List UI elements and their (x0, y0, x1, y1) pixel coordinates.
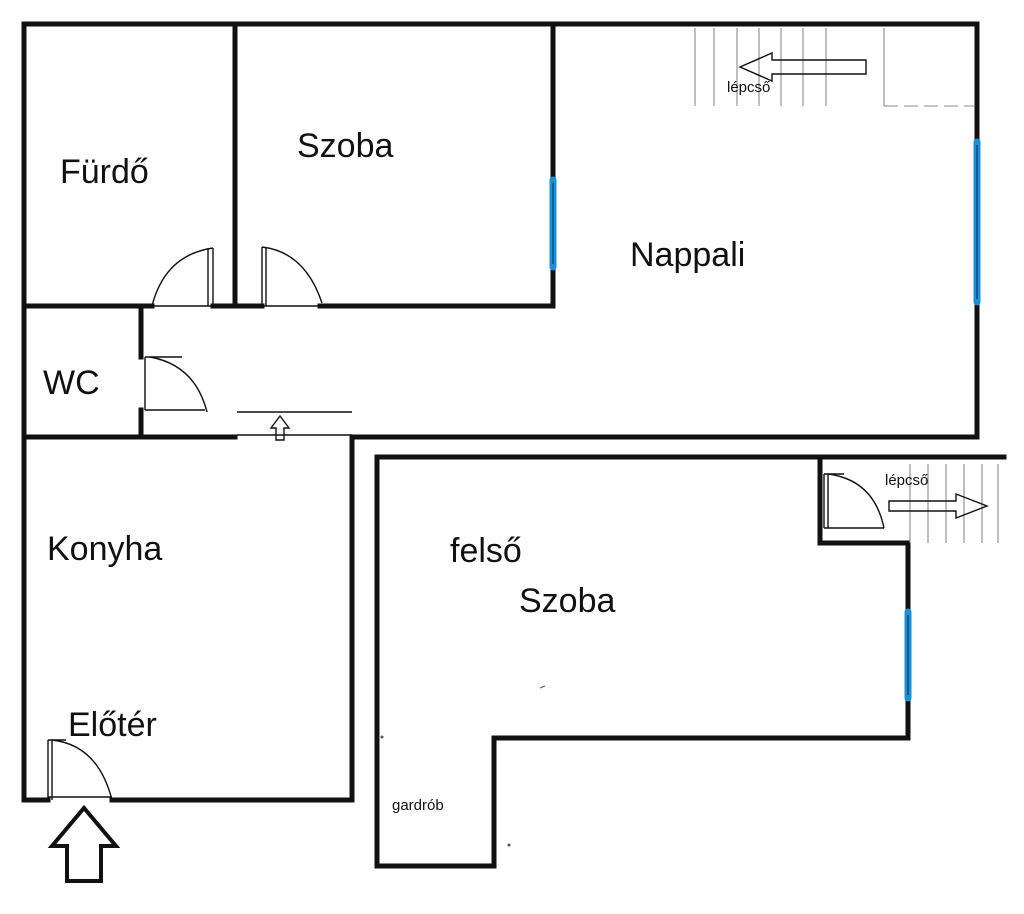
room-label-szoba: Szoba (297, 127, 393, 165)
room-label-gardrob: gardrób (392, 797, 444, 814)
entrance-door (47, 739, 113, 801)
windows (549, 138, 981, 702)
room-label-eloter: Előtér (68, 706, 157, 744)
room-label-felso-szoba: Szoba (519, 582, 615, 620)
wc-door (144, 356, 208, 413)
szoba-door (261, 246, 323, 307)
entrance-arrow-icon (47, 804, 121, 883)
doors (47, 246, 885, 801)
room-label-konyha: Konyha (47, 530, 162, 568)
walls (21, 21, 980, 803)
upper-staircase: lépcső (694, 28, 975, 107)
small-up-arrow-icon (269, 414, 291, 441)
felso-szoba-walls (374, 454, 1007, 869)
stray-mark (539, 685, 546, 689)
stair-landing-door (823, 473, 885, 529)
stairs-left-arrow-icon (738, 51, 867, 83)
upper-stairs-label: lépcső (727, 79, 770, 96)
stray-dot (380, 735, 384, 739)
stairs-right-arrow-icon (888, 492, 989, 520)
corridor-opening (237, 411, 352, 441)
room-label-nappali: Nappali (630, 236, 745, 274)
lower-staircase: lépcső (885, 464, 999, 543)
room-label-felso: felső (450, 532, 522, 570)
room-label-furdo: Fürdő (60, 153, 149, 191)
lower-stairs-label: lépcső (885, 472, 928, 489)
room-label-wc: WC (43, 364, 100, 402)
stray-dot (507, 843, 511, 847)
furdo-door (151, 247, 214, 307)
